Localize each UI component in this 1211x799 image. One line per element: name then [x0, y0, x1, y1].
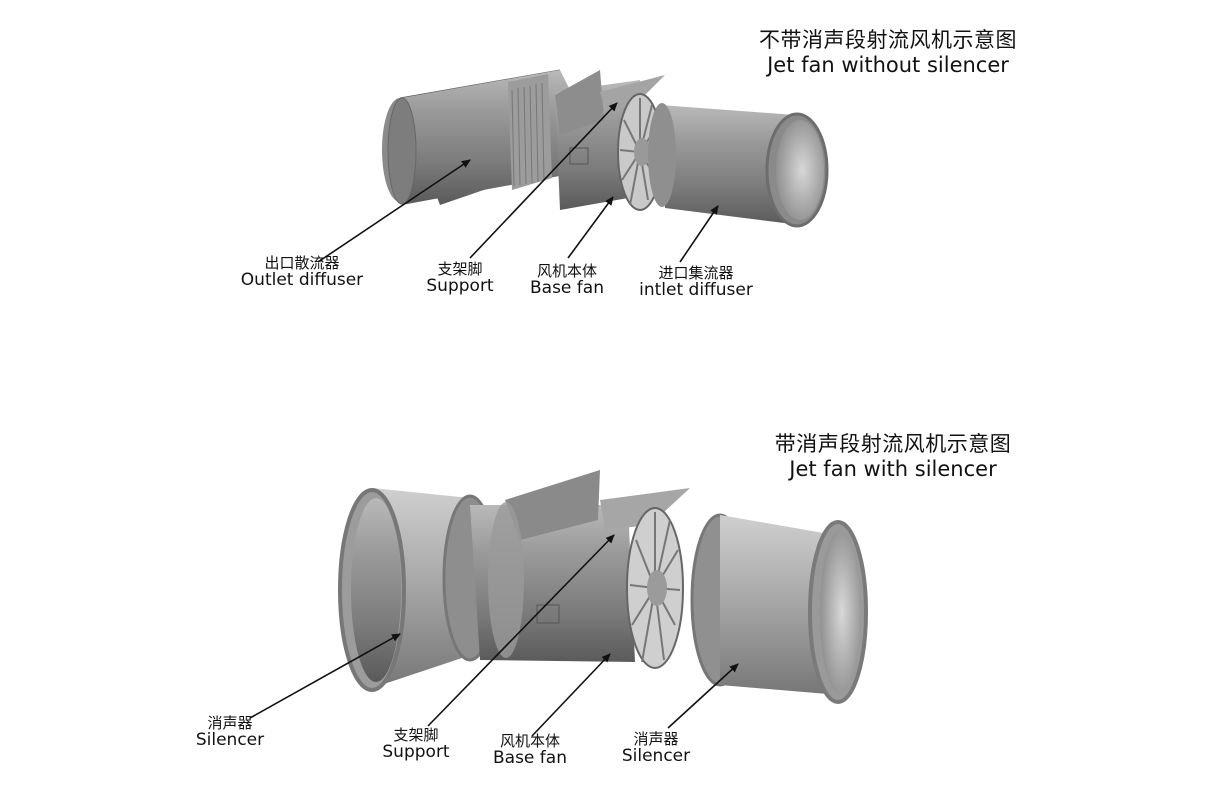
- bottom-label-silencer-right-en: Silencer: [621, 745, 691, 766]
- bottom-label-base-fan-en: Base fan: [493, 747, 567, 768]
- bottom-label-silencer-left-en: Silencer: [195, 729, 265, 750]
- bottom-label-base-fan-zh: 风机本体: [499, 732, 560, 750]
- top-outlet-diffuser-shape: [382, 69, 600, 205]
- bottom-label-silencer-right: 消声器 Silencer: [612, 730, 700, 766]
- bottom-label-silencer-left-zh: 消声器: [207, 714, 253, 732]
- top-label-support: 支架脚 Support: [418, 260, 502, 296]
- bottom-label-support: 支架脚 Support: [374, 726, 458, 762]
- bottom-fan-illustration: [338, 470, 868, 704]
- top-label-base-fan: 风机本体 Base fan: [522, 262, 612, 298]
- bottom-label-support-zh: 支架脚: [393, 726, 439, 744]
- bottom-label-silencer-left: 消声器 Silencer: [186, 714, 274, 750]
- bottom-title-en: Jet fan with silencer: [789, 457, 997, 482]
- top-label-outlet-zh: 出口散流器: [264, 254, 340, 272]
- top-label-outlet-en: Outlet diffuser: [240, 269, 364, 290]
- top-label-inlet-en: intlet diffuser: [639, 279, 753, 300]
- top-label-support-zh: 支架脚: [437, 260, 483, 278]
- bottom-label-silencer-right-zh: 消声器: [633, 730, 679, 748]
- top-label-outlet-diffuser: 出口散流器 Outlet diffuser: [235, 254, 369, 290]
- top-label-support-en: Support: [426, 275, 494, 296]
- bottom-title: 带消声段射流风机示意图 Jet fan with silencer: [748, 432, 1038, 482]
- top-label-base-fan-en: Base fan: [530, 277, 604, 298]
- bottom-leader-lines: [249, 534, 739, 737]
- bottom-label-support-en: Support: [382, 741, 450, 762]
- top-title-zh: 不带消声段射流风机示意图: [759, 28, 1017, 52]
- top-label-inlet-diffuser: 进口集流器 intlet diffuser: [632, 264, 760, 300]
- top-fan-illustration: [382, 69, 829, 228]
- bottom-impeller-shape: [626, 507, 684, 669]
- bottom-label-base-fan: 风机本体 Base fan: [484, 732, 576, 768]
- top-title: 不带消声段射流风机示意图 Jet fan without silencer: [738, 28, 1038, 78]
- bottom-title-zh: 带消声段射流风机示意图: [774, 432, 1012, 456]
- top-label-base-fan-zh: 风机本体: [536, 262, 597, 280]
- bottom-base-fan-shape: [470, 470, 690, 662]
- top-label-inlet-zh: 进口集流器: [658, 264, 734, 282]
- top-leader-lines: [317, 102, 719, 263]
- bottom-right-silencer-shape: [690, 513, 868, 704]
- top-title-en: Jet fan without silencer: [767, 53, 1009, 78]
- top-inlet-diffuser-shape: [648, 103, 829, 228]
